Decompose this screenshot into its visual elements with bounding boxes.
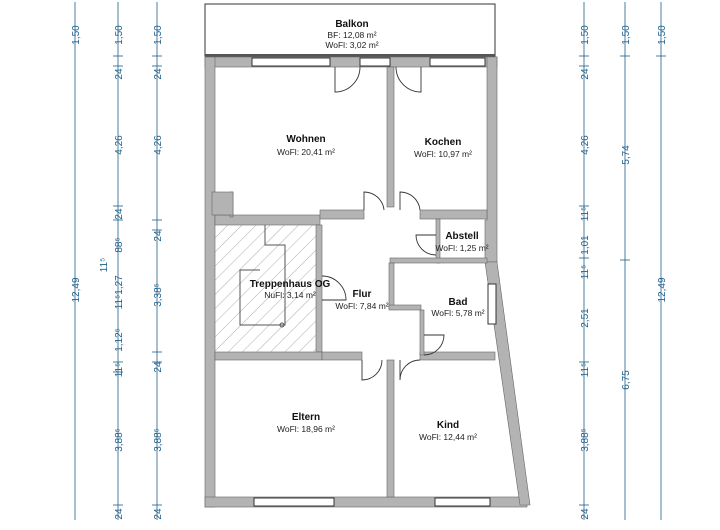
- balcony: [204, 3, 496, 57]
- door-swing: [321, 275, 347, 301]
- room-area: BF: 12,08 m²: [327, 30, 376, 40]
- room-labels: Balkon BF: 12,08 m² WoFl: 3,02 m² Wohnen…: [250, 19, 489, 442]
- room-name-abstell: Abstell: [445, 231, 479, 242]
- dim-label: 3,88⁵: [153, 428, 164, 452]
- dim-label: 11⁵: [114, 295, 125, 310]
- dim-label: 6,75: [621, 370, 632, 390]
- room-area: WoFl: 20,41 m²: [277, 147, 335, 157]
- dim-label: 24: [153, 68, 164, 80]
- dim-label: 2,51: [580, 308, 591, 328]
- dim-label: 24: [114, 508, 125, 520]
- dim-label: 24: [153, 508, 164, 520]
- door-swing: [415, 234, 437, 256]
- dim-label: 24: [153, 361, 164, 373]
- dim-label: 11⁵: [114, 363, 125, 378]
- door-swing: [334, 66, 361, 93]
- dimension-ticks: [113, 55, 666, 506]
- dim-label: 3,88⁵: [580, 428, 591, 452]
- dim-label: 1,50: [621, 25, 632, 45]
- window: [487, 283, 497, 325]
- room-area: WoFl: 3,02 m²: [325, 40, 378, 50]
- room-name-balkon: Balkon: [335, 19, 368, 30]
- dim-label: 11⁵: [580, 363, 591, 378]
- door-swing: [423, 334, 445, 356]
- window: [359, 57, 391, 67]
- room-area: WoFl: 7,84 m²: [335, 301, 388, 311]
- window: [434, 497, 491, 507]
- room-name-kind: Kind: [437, 420, 459, 431]
- dim-label: 11⁵: [580, 207, 591, 222]
- room-area: WoFl: 5,78 m²: [431, 308, 484, 318]
- windows: [251, 57, 497, 507]
- dim-label: 11⁵: [580, 265, 591, 280]
- window: [251, 57, 331, 67]
- door-swing: [399, 359, 421, 381]
- dim-label: 1,50: [114, 25, 125, 45]
- dim-label: 1,50: [657, 25, 668, 45]
- room-name-flur: Flur: [353, 289, 372, 300]
- dim-label: 1,50: [71, 25, 82, 45]
- room-area: NuFl: 3,14 m²: [264, 290, 316, 300]
- dim-label: 12,49: [71, 277, 82, 302]
- door-swing: [363, 191, 385, 211]
- dim-label: 24: [153, 230, 164, 242]
- room-area: WoFl: 12,44 m²: [419, 432, 477, 442]
- room-name-kochen: Kochen: [425, 137, 462, 148]
- dim-label: 3,38⁵: [153, 283, 164, 307]
- dim-label: 3,88⁵: [114, 428, 125, 452]
- dim-label: 1,50: [153, 25, 164, 45]
- dimension-lines: [74, 2, 662, 520]
- dim-label: 1,50: [580, 25, 591, 45]
- room-area: WoFl: 1,25 m²: [435, 243, 488, 253]
- dim-label: 12,49: [657, 277, 668, 302]
- stairwell: [215, 225, 316, 352]
- dim-label: 24: [114, 68, 125, 80]
- dim-label: 24: [114, 208, 125, 220]
- room-name-eltern: Eltern: [292, 412, 320, 423]
- room-name-wohnen: Wohnen: [286, 134, 325, 145]
- dimension-labels: 1,50 12,49 1,50 24 4,26 24 88⁵ 1,27 1,12…: [71, 25, 668, 520]
- dim-label: 11⁵: [99, 258, 110, 273]
- dim-label: 5,74: [621, 145, 632, 165]
- room-name-treppenhaus: Treppenhaus OG: [250, 279, 331, 290]
- dim-label: 4,26: [153, 135, 164, 155]
- room-area: WoFl: 10,97 m²: [414, 149, 472, 159]
- dim-label: 4,26: [114, 135, 125, 155]
- room-area: WoFl: 18,96 m²: [277, 424, 335, 434]
- dim-label: 1,27: [114, 275, 125, 295]
- room-name-bad: Bad: [449, 297, 468, 308]
- dim-label: 1,01: [580, 235, 591, 255]
- door-swing: [399, 191, 421, 211]
- doors: [321, 66, 445, 381]
- door-swing: [361, 359, 383, 381]
- window: [253, 497, 335, 507]
- dim-label: 1,12⁵: [114, 328, 125, 352]
- dim-label: 88⁵: [114, 237, 125, 252]
- dim-label: 4,26: [580, 135, 591, 155]
- dim-label: 24: [580, 68, 591, 80]
- door-swing: [395, 66, 422, 93]
- dim-label: 24: [580, 508, 591, 520]
- window: [429, 57, 486, 67]
